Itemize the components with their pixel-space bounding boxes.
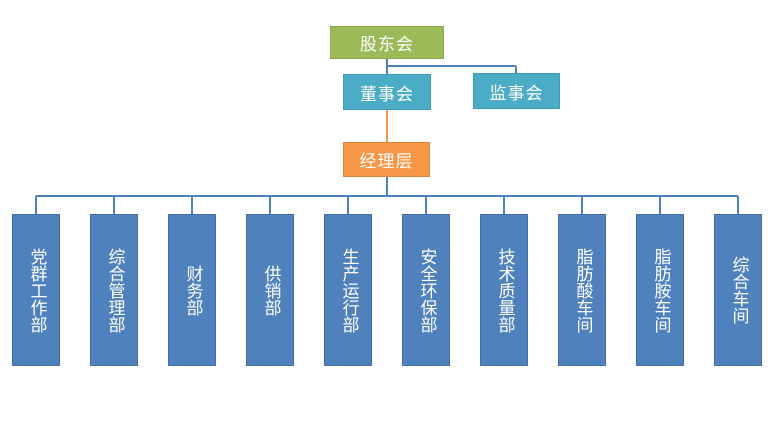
dept-label: 脂肪胺车间 <box>650 247 671 333</box>
management-label: 经理层 <box>359 152 414 172</box>
board-of-directors-label: 董事会 <box>360 84 414 105</box>
dept-label: 财务部 <box>182 264 203 316</box>
board-of-directors-box: 董事会 <box>343 74 431 110</box>
board-of-supervisors-box: 监事会 <box>473 73 560 109</box>
dept-safety-environment: 安全环保部 <box>402 214 450 366</box>
dept-party-work: 党群工作部 <box>12 214 60 366</box>
dept-technology-quality: 技术质量部 <box>480 214 528 366</box>
dept-label: 脂肪酸车间 <box>572 247 593 333</box>
dept-label: 生产运行部 <box>338 247 359 333</box>
management-box: 经理层 <box>343 142 430 177</box>
shareholders-box: 股东会 <box>330 26 444 59</box>
dept-fatty-amine-workshop: 脂肪胺车间 <box>636 214 684 366</box>
dept-finance: 财务部 <box>168 214 216 366</box>
dept-label: 综合车间 <box>728 256 749 324</box>
dept-supply-sales: 供销部 <box>246 214 294 366</box>
dept-fatty-acid-workshop: 脂肪酸车间 <box>558 214 606 366</box>
dept-label: 供销部 <box>260 264 281 316</box>
dept-general-workshop: 综合车间 <box>714 214 762 366</box>
dept-production: 生产运行部 <box>324 214 372 366</box>
dept-label: 党群工作部 <box>26 247 47 333</box>
dept-label: 安全环保部 <box>416 247 437 333</box>
board-of-supervisors-label: 监事会 <box>489 83 544 104</box>
dept-label: 综合管理部 <box>104 247 125 333</box>
dept-label: 技术质量部 <box>494 247 515 333</box>
shareholders-label: 股东会 <box>360 35 414 55</box>
dept-general-management: 综合管理部 <box>90 214 138 366</box>
